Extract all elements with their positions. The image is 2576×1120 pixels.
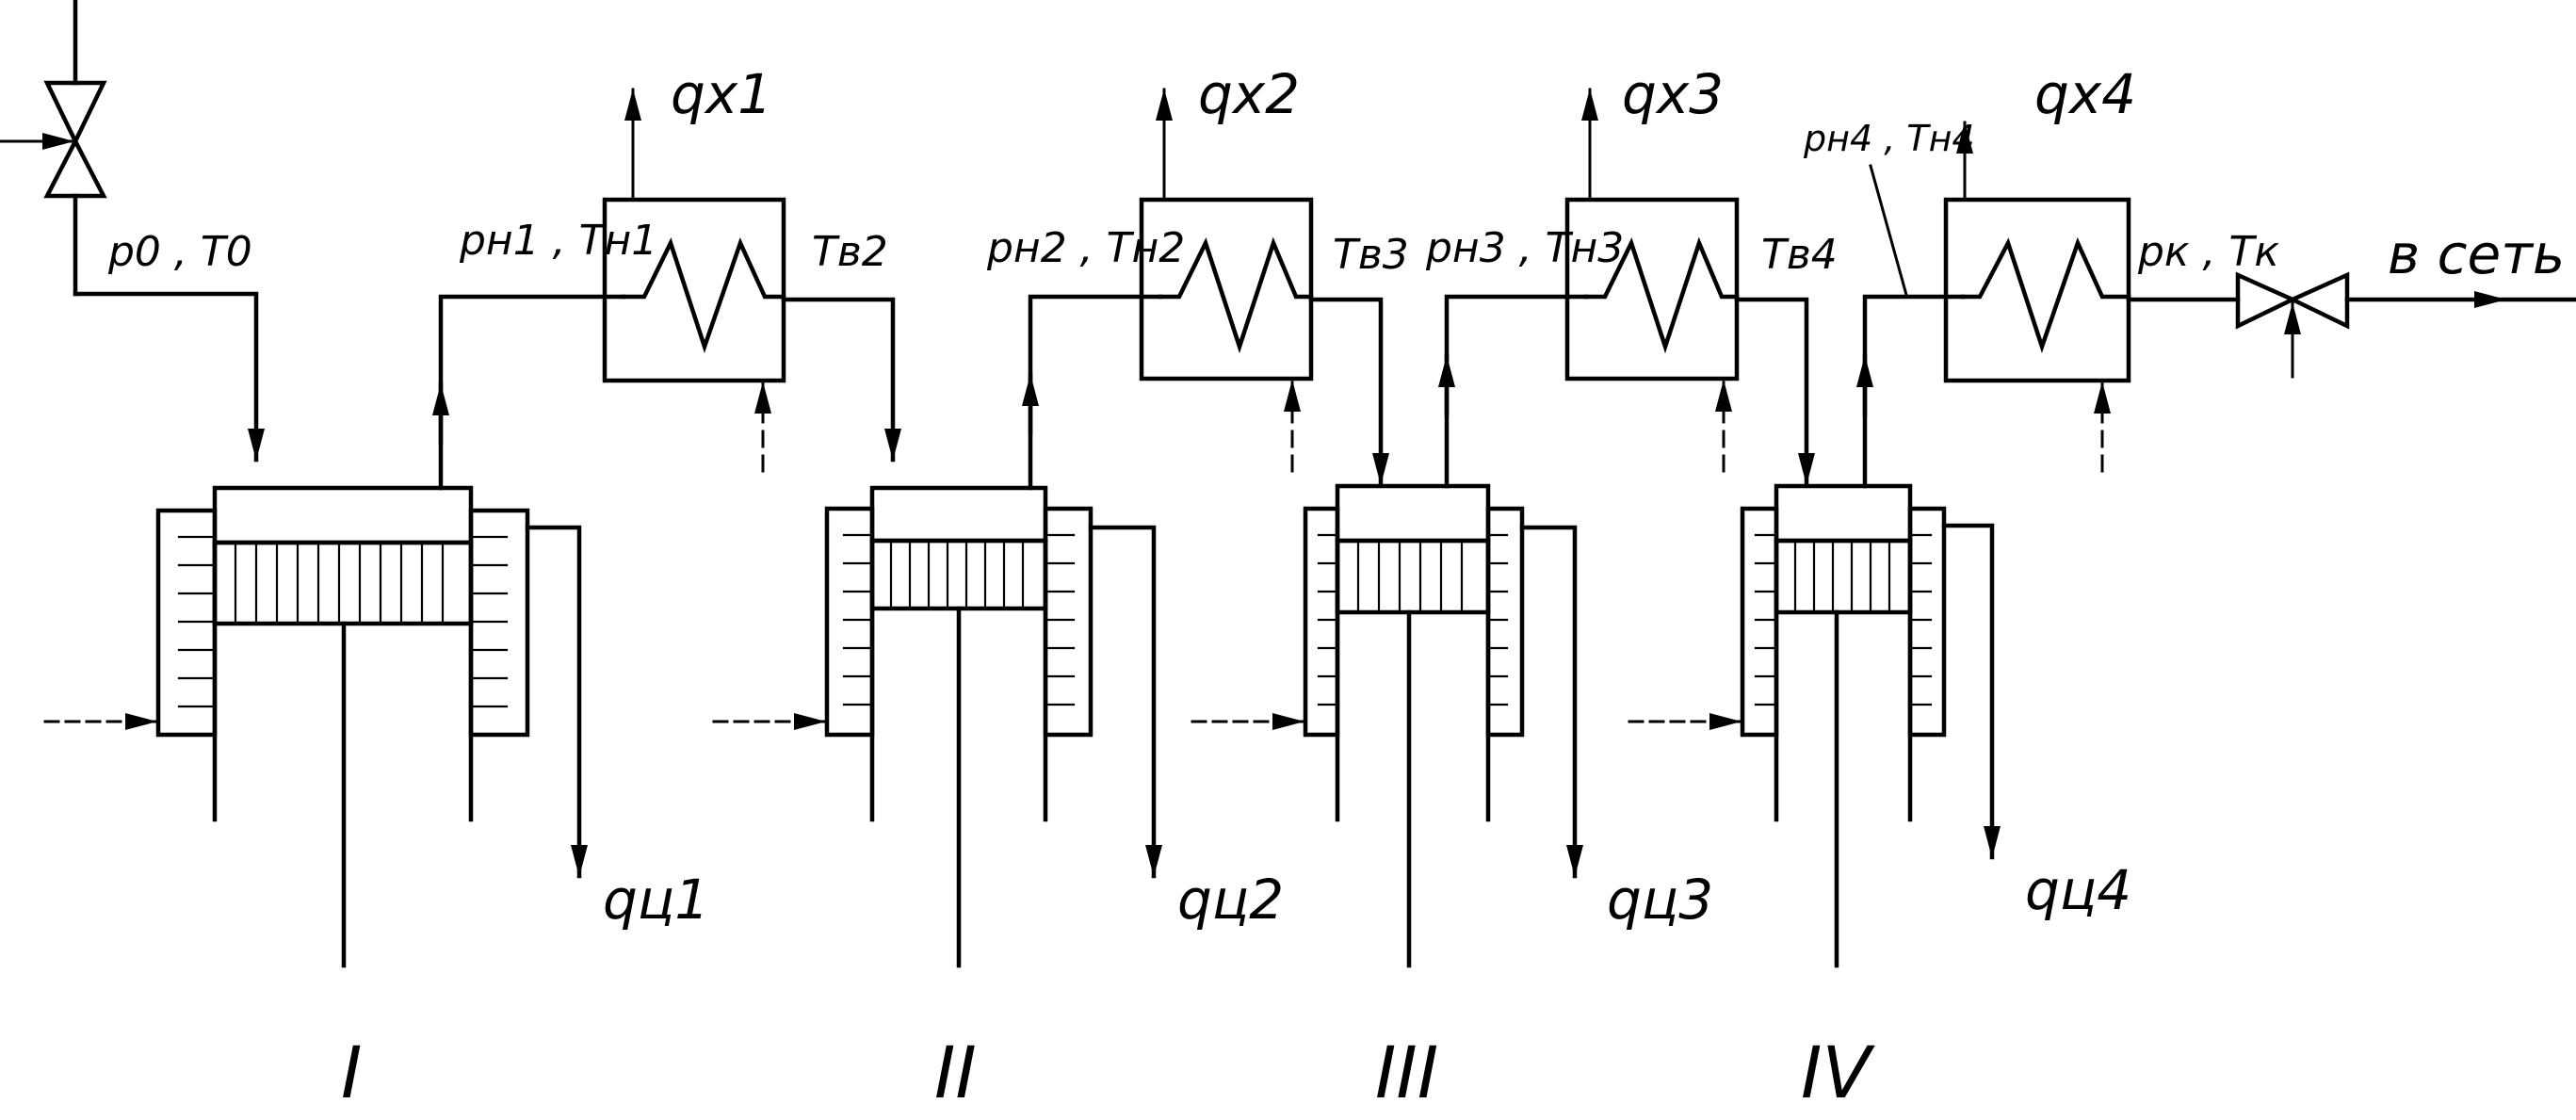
outlet-valve [2126, 271, 2576, 379]
stage-3: qц3 qх3 pн3 , Tн3 Tв4 III [1191, 62, 1838, 1114]
discharge-label-3: pн3 , Tн3 [1425, 224, 1624, 272]
cooler-out-temp-1: Tв2 [812, 228, 888, 276]
cylinder-heat-4: qц4 [2025, 858, 2131, 922]
stage-numeral-3: III [1375, 1031, 1438, 1114]
cylinder-2 [712, 485, 1162, 968]
inlet-line [73, 291, 265, 463]
stage-4: qц4 qх4 pн4 , Tн4 pк , Tк IV [1628, 62, 2279, 1114]
stage-2: qц2 qх2 pн2 , Tн2 Tв3 II [712, 62, 1409, 1114]
cooler-4 [1943, 121, 2131, 473]
cylinder-3 [1191, 483, 1583, 968]
cooler-heat-1: qх1 [671, 62, 772, 126]
cylinder-1 [43, 485, 588, 968]
stage-numeral-2: II [934, 1031, 977, 1114]
cylinder-heat-2: qц2 [1177, 868, 1284, 932]
cylinder-heat-3: qц3 [1607, 868, 1713, 932]
outlet-label: в сеть [2388, 222, 2565, 286]
cooler-2 [1139, 88, 1314, 473]
inlet-label: p0 , T0 [107, 228, 252, 276]
stage-numeral-4: IV [1801, 1031, 1875, 1114]
cooler-heat-4: qх4 [2034, 62, 2136, 126]
cylinder-4 [1628, 483, 2001, 968]
cooler-heat-2: qх2 [1198, 62, 1300, 126]
final-state-label: pк , Tк [2137, 228, 2279, 276]
stage-1: qц1 qх1 pн1 , Tн1 Tв2 I [43, 62, 901, 1114]
inlet-valve [0, 0, 107, 297]
cooler-heat-3: qх3 [1622, 62, 1724, 126]
cooler-3 [1564, 88, 1740, 473]
cooler-1 [602, 88, 786, 473]
discharge-label-4: pн4 , Tн4 [1803, 118, 1975, 159]
cylinder-heat-1: qц1 [603, 868, 709, 932]
cooler-out-temp-3: Tв4 [1761, 231, 1838, 279]
cooler-out-temp-2: Tв3 [1333, 231, 1409, 279]
discharge-label-2: pн2 , Tн2 [986, 224, 1185, 272]
stage-numeral-1: I [341, 1031, 362, 1114]
piston-hatch-1 [234, 541, 445, 625]
discharge-label-1: pн1 , Tн1 [459, 217, 657, 265]
